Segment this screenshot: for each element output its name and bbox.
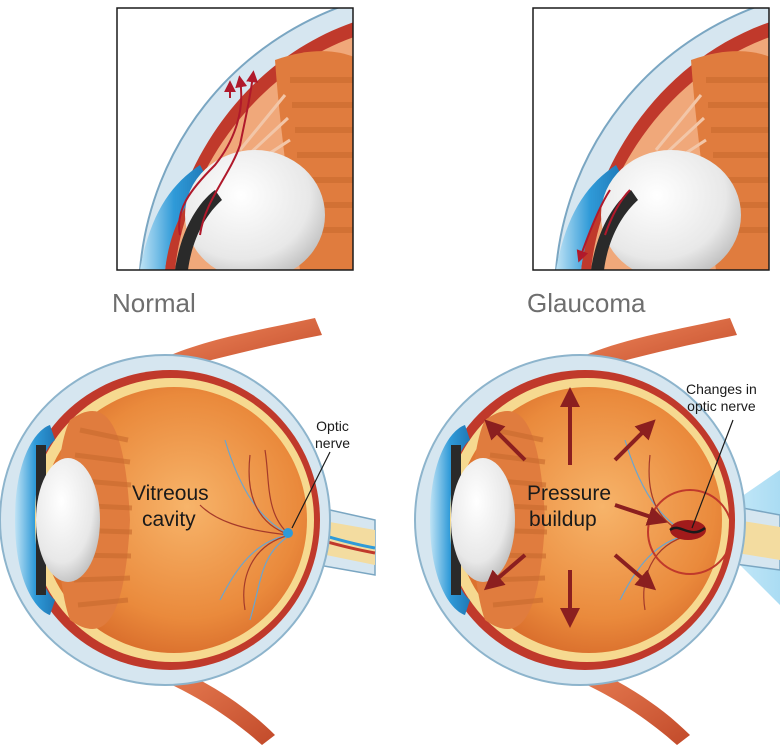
optic-nerve-changes-callout: Changes in optic nerve [686,381,757,415]
optic-nerve-callout: Optic nerve [315,418,350,452]
pressure-buildup-line1: Pressure [527,481,611,507]
vitreous-cavity-label: Vitreous cavity [132,481,209,533]
optic-nerve-callout-line2: nerve [315,435,350,452]
optic-nerve-callout-line1: Optic [315,418,350,435]
optic-nerve-changes-line1: Changes in [686,381,757,398]
glaucoma-drainage-inset [533,0,776,280]
pressure-buildup-label: Pressure buildup [527,481,611,533]
glaucoma-title: Glaucoma [527,288,646,319]
vitreous-cavity-line1: Vitreous [132,481,209,507]
optic-nerve-changes-line2: optic nerve [686,398,757,415]
pressure-buildup-line2: buildup [527,507,611,533]
vitreous-cavity-line2: cavity [132,507,209,533]
normal-title: Normal [112,288,196,319]
normal-drainage-inset [117,0,360,280]
